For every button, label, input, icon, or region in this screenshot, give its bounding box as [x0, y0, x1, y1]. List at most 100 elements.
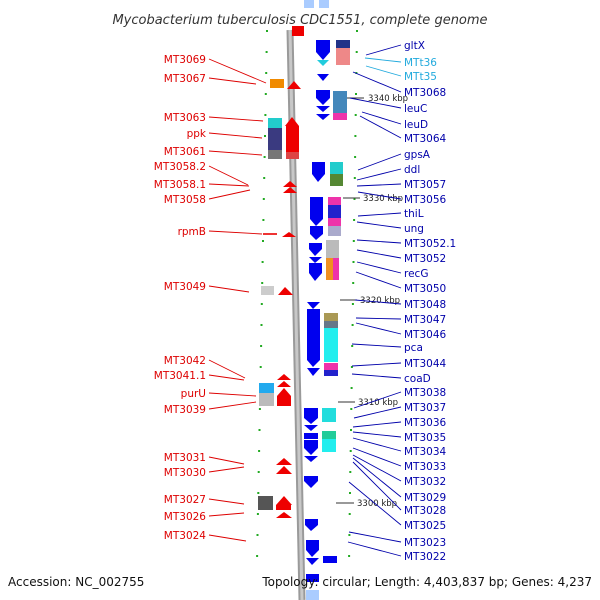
gene-label-right[interactable]: leuD [404, 119, 428, 131]
gene-mark[interactable] [259, 393, 274, 406]
gene-label-right[interactable]: thiL [404, 208, 424, 220]
gene-mark[interactable] [263, 233, 277, 235]
gene-arrow-down[interactable] [304, 425, 318, 431]
gene-arrow-down[interactable] [316, 98, 330, 105]
gene-mark[interactable] [328, 226, 341, 236]
gene-arrow-up[interactable] [276, 466, 292, 474]
gene-arrow-up[interactable] [287, 81, 301, 89]
gene-arrow-down[interactable] [304, 456, 318, 462]
gene-label-left[interactable]: MT3058 [164, 194, 206, 206]
gene-mark[interactable] [268, 150, 282, 159]
gene-mark[interactable] [304, 476, 318, 481]
gene-mark[interactable] [324, 328, 338, 362]
gene-mark[interactable] [286, 126, 299, 152]
gene-mark[interactable] [310, 226, 323, 234]
gene-arrow-up[interactable] [277, 374, 291, 380]
gene-mark[interactable] [261, 286, 274, 295]
gene-arrow-up[interactable] [276, 458, 292, 465]
gene-arrow-down[interactable] [304, 418, 318, 424]
gene-arrow-down[interactable] [305, 525, 318, 531]
gene-label-right[interactable]: MT3048 [404, 299, 446, 311]
gene-mark[interactable] [324, 363, 338, 370]
gene-label-right[interactable]: ddl [404, 164, 420, 176]
gene-mark[interactable] [306, 590, 319, 600]
gene-label-right[interactable]: MT3038 [404, 387, 446, 399]
gene-label-right[interactable]: MT3025 [404, 520, 446, 532]
gene-label-left[interactable]: MT3058.1 [154, 179, 206, 191]
gene-arrow-up[interactable] [277, 388, 291, 396]
gene-mark[interactable] [333, 113, 347, 120]
gene-arrow-down[interactable] [304, 481, 318, 488]
gene-label-left[interactable]: purU [181, 388, 206, 400]
gene-arrow-down[interactable] [309, 273, 322, 281]
gene-label-left[interactable]: MT3030 [164, 467, 206, 479]
gene-label-right[interactable]: leuC [404, 103, 427, 115]
gene-mark[interactable] [316, 90, 330, 98]
gene-label-right[interactable]: MT3028 [404, 505, 446, 517]
gene-arrow-down[interactable] [310, 219, 323, 226]
gene-label-right[interactable]: MT3029 [404, 492, 446, 504]
gene-mark[interactable] [270, 79, 284, 88]
gene-label-right[interactable]: MTt36 [404, 57, 437, 69]
gene-label-right[interactable]: MT3046 [404, 329, 447, 341]
gene-arrow-down[interactable] [306, 558, 319, 565]
gene-label-left[interactable]: MT3058.2 [154, 161, 206, 173]
gene-arrow-up[interactable] [276, 496, 292, 505]
gene-arrow-down[interactable] [316, 106, 330, 112]
gene-mark[interactable] [328, 205, 341, 218]
gene-label-left[interactable]: MT3061 [164, 146, 206, 158]
gene-mark[interactable] [336, 48, 350, 65]
gene-mark[interactable] [333, 258, 339, 280]
gene-arrow-down[interactable] [317, 60, 329, 66]
gene-mark[interactable] [333, 91, 347, 113]
gene-label-left[interactable]: MT3024 [164, 530, 207, 542]
gene-arrow-up[interactable] [277, 381, 291, 387]
gene-arrow-up[interactable] [276, 512, 292, 518]
gene-mark[interactable] [292, 26, 304, 36]
gene-mark[interactable] [309, 263, 322, 273]
gene-mark[interactable] [307, 327, 320, 360]
gene-arrow-down[interactable] [316, 114, 330, 120]
gene-mark[interactable] [330, 174, 343, 186]
gene-label-right[interactable]: gltX [404, 40, 425, 52]
gene-arrow-down[interactable] [307, 360, 320, 367]
gene-label-right[interactable]: gpsA [404, 149, 431, 161]
gene-mark[interactable] [304, 0, 314, 8]
gene-label-right[interactable]: MT3064 [404, 133, 447, 145]
gene-mark[interactable] [336, 40, 350, 48]
gene-arrow-down[interactable] [307, 302, 320, 309]
gene-label-left[interactable]: MT3027 [164, 494, 206, 506]
gene-mark[interactable] [310, 197, 323, 219]
gene-label-right[interactable]: pca [404, 342, 423, 354]
gene-mark[interactable] [328, 197, 341, 205]
gene-label-left[interactable]: MT3063 [164, 112, 206, 124]
gene-mark[interactable] [322, 408, 336, 422]
gene-mark[interactable] [319, 0, 329, 8]
gene-label-left[interactable]: MT3039 [164, 404, 206, 416]
gene-mark[interactable] [259, 383, 274, 393]
gene-mark[interactable] [304, 408, 318, 418]
gene-label-left[interactable]: MT3049 [164, 281, 206, 293]
gene-arrow-down[interactable] [304, 448, 318, 455]
gene-label-right[interactable]: MT3033 [404, 461, 446, 473]
gene-arrow-up[interactable] [283, 187, 297, 193]
gene-arrow-down[interactable] [307, 368, 320, 376]
gene-label-left[interactable]: ppk [187, 128, 207, 140]
gene-mark[interactable] [304, 433, 318, 439]
gene-label-left[interactable]: rpmB [178, 226, 206, 238]
gene-mark[interactable] [322, 431, 336, 439]
gene-label-right[interactable]: ung [404, 223, 424, 235]
gene-mark[interactable] [316, 40, 330, 52]
gene-mark[interactable] [330, 162, 343, 174]
gene-label-right[interactable]: MT3052.1 [404, 238, 456, 250]
gene-mark[interactable] [307, 309, 320, 327]
gene-mark[interactable] [276, 505, 291, 510]
gene-label-left[interactable]: MT3042 [164, 355, 206, 367]
gene-mark[interactable] [312, 162, 325, 174]
gene-mark[interactable] [323, 556, 337, 563]
gene-label-left[interactable]: MT3067 [164, 73, 206, 85]
gene-label-right[interactable]: MTt35 [404, 71, 437, 83]
gene-label-right[interactable]: MT3044 [404, 358, 447, 370]
gene-label-right[interactable]: MT3056 [404, 194, 447, 206]
gene-label-right[interactable]: MT3068 [404, 87, 446, 99]
